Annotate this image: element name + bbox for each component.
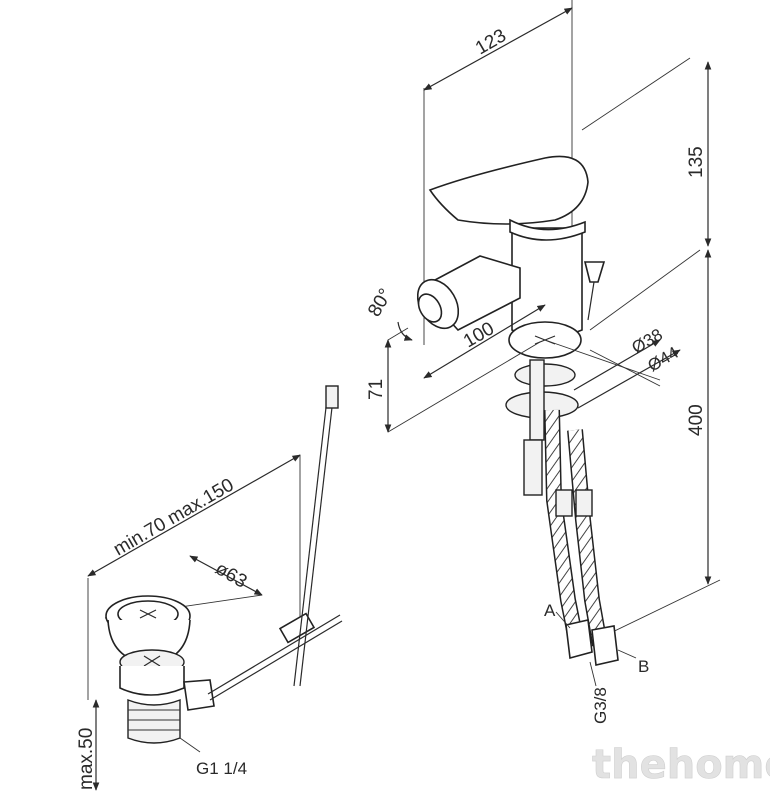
handle-base	[509, 218, 586, 241]
faucet	[384, 0, 721, 687]
dim-waste-max: max.50	[76, 728, 97, 790]
hose-ferrule	[555, 489, 573, 517]
label-hose-a: A	[544, 601, 556, 620]
dim-width-top: 123	[472, 25, 510, 59]
dim-waste-d: ø63	[212, 558, 251, 593]
label-hose-b: B	[638, 657, 649, 676]
hose-a	[545, 409, 583, 642]
rod-clamp	[278, 612, 316, 644]
dim-spout-height: 71	[366, 379, 387, 400]
label-thread-waste: G1 1/4	[196, 759, 247, 778]
gasket	[514, 363, 576, 387]
waste-thread	[127, 698, 181, 744]
waste-fitting	[87, 385, 343, 791]
stud-nut	[523, 439, 543, 496]
dim-angle: 80°	[364, 285, 397, 320]
dim-height-upper: 135	[686, 146, 707, 178]
hose-nut-b	[591, 625, 619, 666]
faucet-body	[511, 227, 583, 339]
dim-total-height: 400	[686, 404, 707, 436]
waste-body	[119, 666, 185, 696]
threaded-stud	[529, 359, 545, 441]
hose-nut-a	[565, 619, 593, 660]
popup-knob	[583, 261, 606, 283]
hose-b	[568, 429, 607, 647]
watermark: thehome	[592, 742, 770, 788]
waste-overflow	[183, 679, 215, 711]
label-thread-hose: G3/8	[591, 687, 610, 724]
lever-handle	[428, 155, 589, 225]
lift-rod-tip	[325, 385, 339, 409]
dim-waste-range: min.70 max.150	[110, 475, 238, 561]
